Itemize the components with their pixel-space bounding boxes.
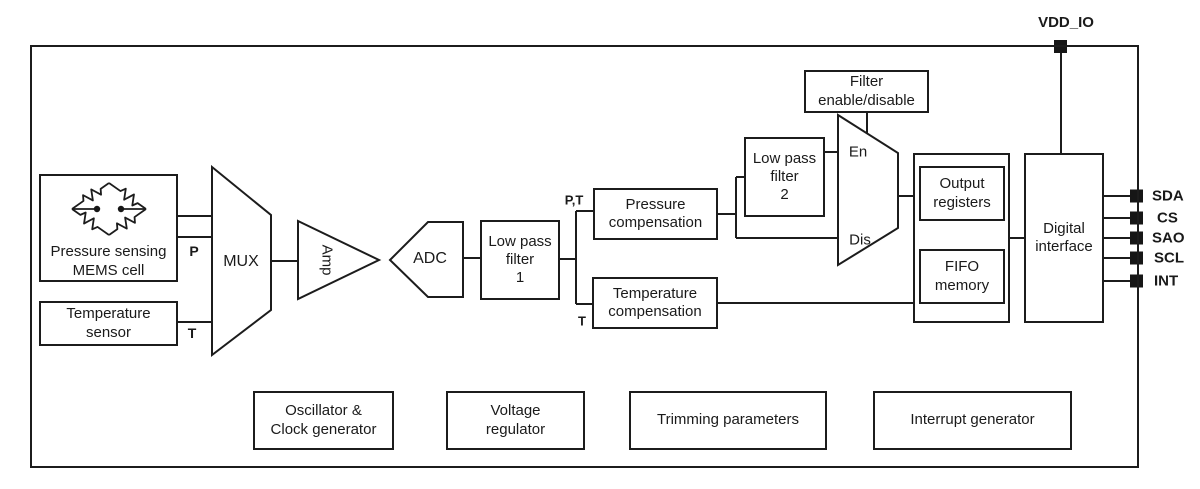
chip-outline <box>30 45 1139 468</box>
amp-shape <box>297 219 382 301</box>
pin-label-sda: SDA <box>1152 187 1184 205</box>
block-pressure-compensation: Pressure compensation <box>593 188 718 240</box>
vdd-io-label: VDD_IO <box>1038 14 1094 31</box>
mux-label: MUX <box>223 253 259 270</box>
block-low-pass-filter-2: Low pass filter 2 <box>744 137 825 217</box>
selector-enable-label: En <box>848 143 868 161</box>
block-digital-interface: Digital interface <box>1024 153 1104 323</box>
wheatstone-bridge-icon <box>70 182 147 236</box>
pin-node-square <box>1130 211 1143 225</box>
block-trimming-parameters: Trimming parameters <box>629 391 827 450</box>
block-oscillator-clock-generator: Oscillator & Clock generator <box>253 391 394 450</box>
block-voltage-regulator: Voltage regulator <box>446 391 585 450</box>
adc-shape <box>388 221 464 298</box>
pin-node-square <box>1130 274 1143 288</box>
filter-selector-shape <box>837 113 899 267</box>
block-label: Pressure sensing MEMS cell <box>50 243 167 279</box>
signal-label-p: P <box>189 243 199 259</box>
block-temperature-sensor: Temperature sensor <box>39 301 178 346</box>
pin-node-square <box>1130 189 1143 203</box>
adc-label: ADC <box>413 250 447 267</box>
pin-node-square <box>1130 251 1143 265</box>
mux-shape <box>211 164 272 358</box>
block-pressure-sensing-mems-cell: Pressure sensing MEMS cell <box>39 174 178 282</box>
block-temperature-compensation: Temperature compensation <box>592 277 718 329</box>
selector-disable-label: Dis <box>849 231 871 249</box>
pin-label-int: INT <box>1154 272 1179 290</box>
block-filter-enable-disable: Filter enable/disable <box>804 70 929 113</box>
pin-label-cs: CS <box>1157 209 1178 227</box>
amp-label: Amp <box>318 244 336 276</box>
signal-label-t: T <box>187 325 197 341</box>
block-output-registers: Output registers <box>919 166 1005 221</box>
pin-label-sao: SAO <box>1152 229 1185 247</box>
pin-label-scl: SCL <box>1154 249 1184 267</box>
pin-node-square <box>1130 231 1143 245</box>
block-interrupt-generator: Interrupt generator <box>873 391 1072 450</box>
signal-label-t2: T <box>578 313 586 329</box>
block-low-pass-filter-1: Low pass filter 1 <box>480 220 560 300</box>
block-fifo-memory: FIFO memory <box>919 249 1005 304</box>
signal-label-pt: P,T <box>564 192 584 208</box>
